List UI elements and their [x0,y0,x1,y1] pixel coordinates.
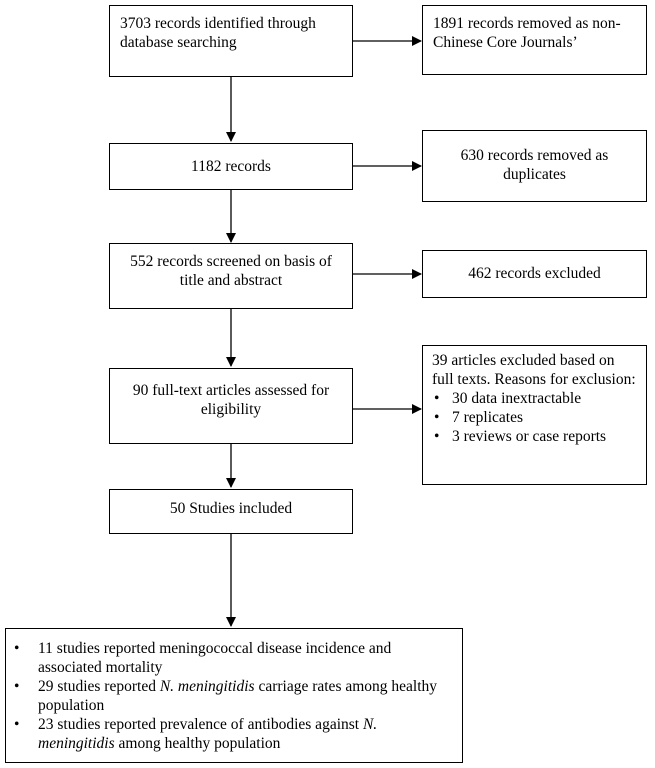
exclusion-reason-item: 7 replicates [432,408,637,427]
fulltext-excluded-box: 39 articles excluded based on full texts… [422,345,647,485]
results-list: 11 studies reported meningococcal diseas… [10,639,452,753]
records-excluded-box: 462 records excluded [422,250,647,298]
result-item: 29 studies reported N. meningitidis carr… [10,677,452,715]
records-excluded-text: 462 records excluded [468,265,601,282]
studies-included-box: 50 Studies included [109,489,353,534]
fulltext-assessed-box: 90 full-text articles assessed for eligi… [109,368,353,444]
result-item: 11 studies reported meningococcal diseas… [10,639,452,677]
exclusion-reason-item: 3 reviews or case reports [432,427,637,446]
records-removed-non-core-text: 1891 records removed as non-Chinese Core… [433,15,621,51]
records-text: 1182 records [191,158,271,175]
fulltext-excluded-heading: 39 articles excluded based on full texts… [432,352,636,388]
final-results-box: 11 studies reported meningococcal diseas… [5,628,463,763]
records-removed-non-core-box: 1891 records removed as non-Chinese Core… [422,5,647,75]
records-identified-text: 3703 records identified through database… [120,15,316,51]
duplicates-box: 630 records removed as duplicates [422,130,647,202]
screened-text: 552 records screened on basis of title a… [130,253,332,289]
fulltext-assessed-text: 90 full-text articles assessed for eligi… [132,382,330,418]
records-box: 1182 records [109,143,353,190]
screened-box: 552 records screened on basis of title a… [109,243,353,309]
exclusion-reasons-list: 30 data inextractable 7 replicates 3 rev… [432,389,637,446]
studies-included-text: 50 Studies included [169,500,293,517]
duplicates-text: 630 records removed as duplicates [460,147,609,183]
result-item: 23 studies reported prevalence of antibo… [10,715,452,753]
records-identified-box: 3703 records identified through database… [109,5,353,77]
exclusion-reason-item: 30 data inextractable [432,389,637,408]
